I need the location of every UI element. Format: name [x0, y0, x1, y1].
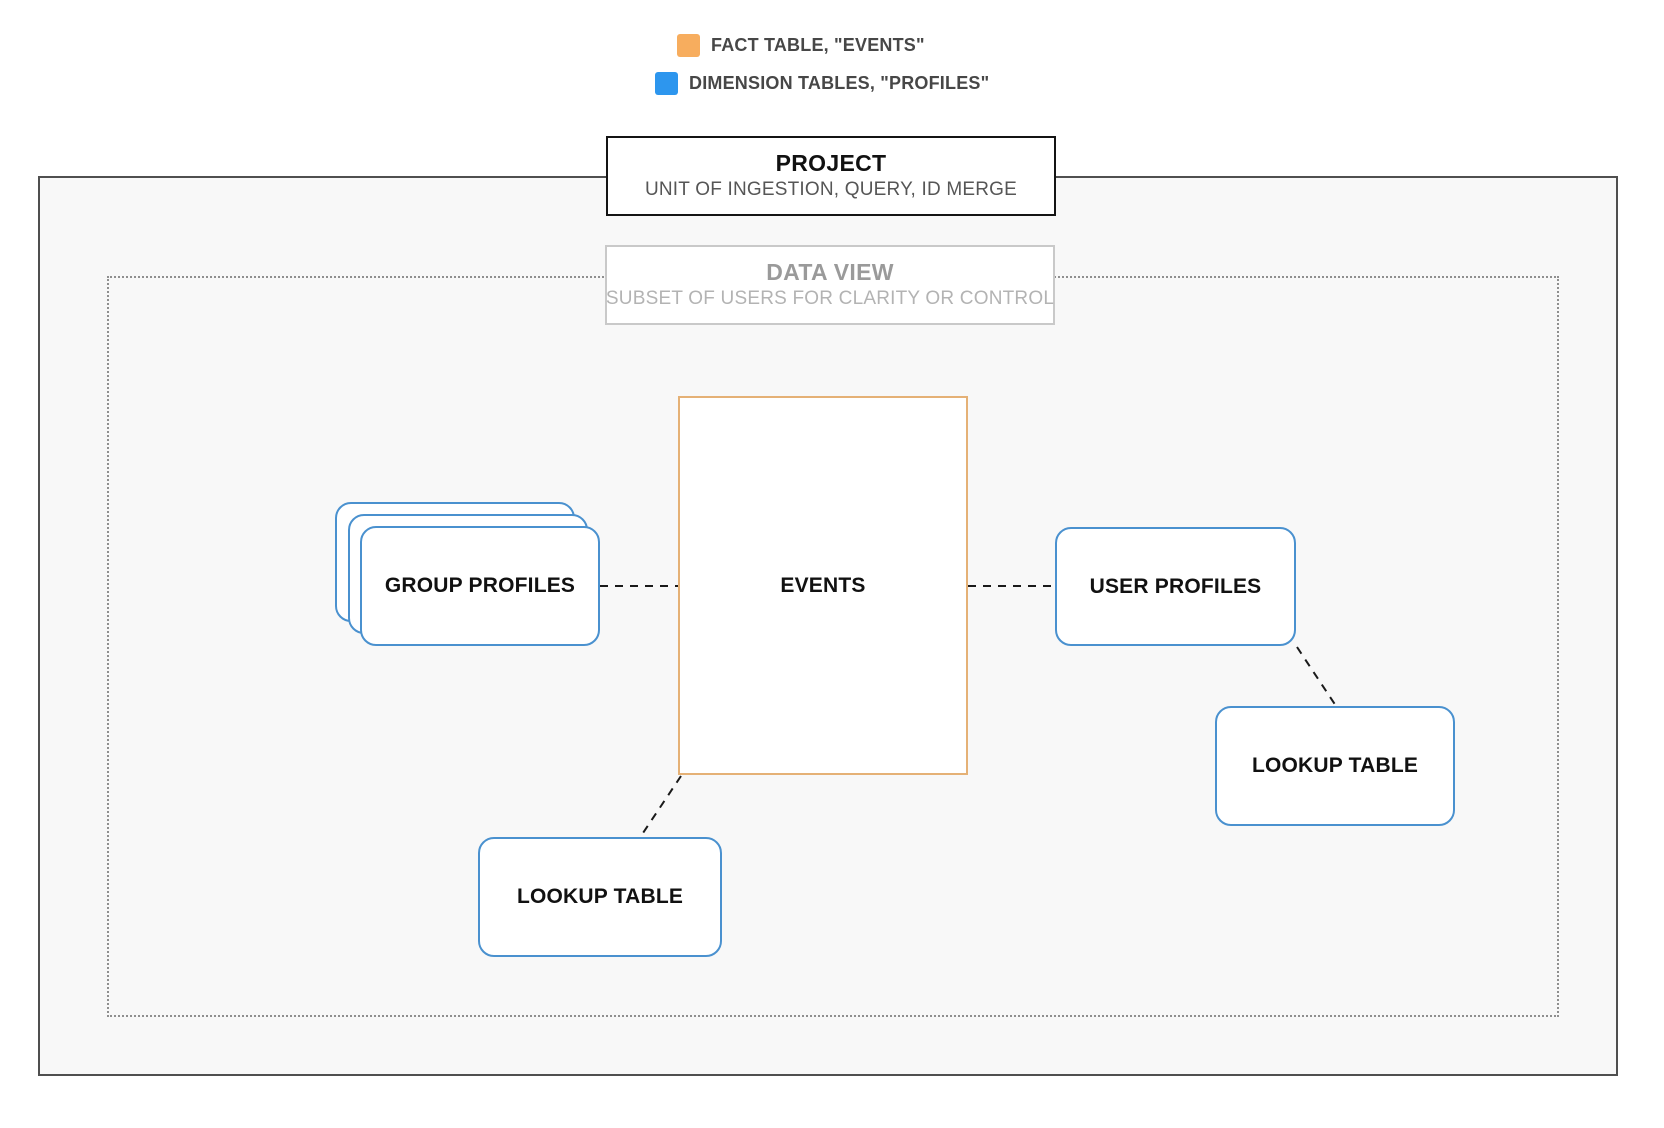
- edge-user-profiles-lookup-table-right: [1296, 646, 1337, 707]
- lookup-table-left-node-label: LOOKUP TABLE: [516, 885, 684, 908]
- project-header-box: PROJECT UNIT OF INGESTION, QUERY, ID MER…: [606, 136, 1056, 216]
- data-view-title: DATA VIEW: [766, 259, 894, 286]
- legend-label-fact-table: FACT TABLE, "EVENTS": [711, 35, 925, 55]
- lookup-table-right-node-label: LOOKUP TABLE: [1251, 754, 1419, 777]
- user-profiles-node: USER PROFILES: [1055, 527, 1296, 646]
- project-title: PROJECT: [775, 150, 887, 177]
- group-profiles-node-label: GROUP PROFILES: [384, 574, 576, 597]
- dimension-tables-swatch-icon: [655, 72, 678, 95]
- edge-events-lookup-table-left: [640, 775, 682, 837]
- events-node: EVENTS: [678, 396, 968, 775]
- legend-item-fact-table: FACT TABLE, "EVENTS": [677, 34, 925, 57]
- data-view-header-box: DATA VIEW SUBSET OF USERS FOR CLARITY OR…: [605, 245, 1055, 325]
- fact-table-swatch-icon: [677, 34, 700, 57]
- legend-item-dimension-tables: DIMENSION TABLES, "PROFILES": [655, 72, 989, 95]
- legend-label-dimension-tables: DIMENSION TABLES, "PROFILES": [689, 73, 990, 93]
- lookup-table-left-node: LOOKUP TABLE: [478, 837, 722, 957]
- group-profiles-node: GROUP PROFILES: [360, 526, 600, 646]
- user-profiles-node-label: USER PROFILES: [1089, 574, 1262, 598]
- events-node-label: EVENTS: [780, 573, 866, 597]
- project-subtitle: UNIT OF INGESTION, QUERY, ID MERGE: [644, 179, 1018, 201]
- data-view-subtitle: SUBSET OF USERS FOR CLARITY OR CONTROL: [605, 288, 1055, 310]
- lookup-table-right-node: LOOKUP TABLE: [1215, 706, 1455, 826]
